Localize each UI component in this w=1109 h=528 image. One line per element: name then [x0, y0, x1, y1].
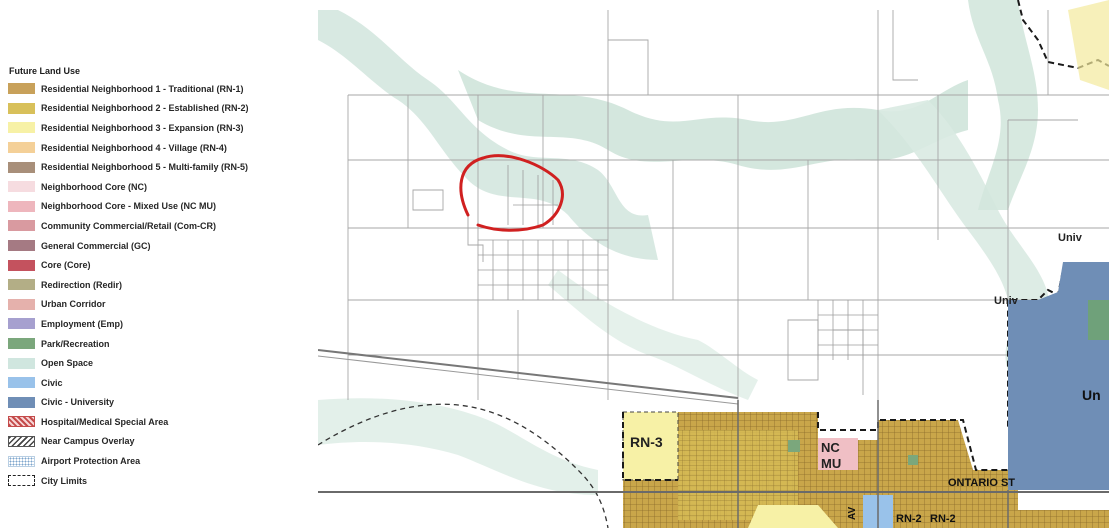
highway-diagonal: [318, 349, 739, 399]
legend-item: City Limits: [8, 471, 308, 491]
legend-swatch: [8, 181, 35, 193]
map-label-univ-3: Un: [1082, 387, 1101, 403]
legend-item: Neighborhood Core - Mixed Use (NC MU): [8, 197, 308, 217]
map-label-univ-2: Univ: [994, 295, 1019, 307]
legend-item: Residential Neighborhood 4 - Village (RN…: [8, 138, 308, 158]
open-space-creek-ne: [968, 0, 1038, 210]
map-label-rn2b: RN-2: [930, 513, 956, 525]
legend-item: Urban Corridor: [8, 295, 308, 315]
land-use-map[interactable]: Univ Univ Un RN-3 NC MU ONTARIO ST RN-2 …: [318, 0, 1109, 528]
legend-item: Core (Core): [8, 255, 308, 275]
legend-label: City Limits: [41, 475, 88, 486]
legend-label: Open Space: [41, 358, 94, 369]
legend-label: Residential Neighborhood 1 - Traditional…: [41, 83, 244, 94]
legend-items: Residential Neighborhood 1 - Traditional…: [8, 79, 308, 490]
legend-label: Urban Corridor: [41, 299, 106, 310]
legend-item: Redirection (Redir): [8, 275, 308, 295]
legend-label: Redirection (Redir): [41, 279, 123, 290]
legend-label: Hospital/Medical Special Area: [41, 416, 169, 427]
map-label-mu: MU: [821, 456, 841, 471]
legend-item: Park/Recreation: [8, 334, 308, 354]
legend-swatch: [8, 416, 35, 428]
legend-item: Civic - University: [8, 393, 308, 413]
legend-item: Residential Neighborhood 1 - Traditional…: [8, 79, 308, 99]
legend-swatch: [8, 259, 35, 271]
legend-swatch: [8, 83, 35, 95]
map-label-ontario-st: ONTARIO ST: [948, 477, 1015, 489]
legend-label: Community Commercial/Retail (Com-CR): [41, 220, 217, 231]
legend-swatch: [8, 240, 35, 252]
legend-label: Residential Neighborhood 4 - Village (RN…: [41, 142, 227, 153]
legend-label: Employment (Emp): [41, 318, 124, 329]
map-label-univ-1: Univ: [1058, 232, 1083, 244]
legend-swatch: [8, 142, 35, 154]
legend-item: Civic: [8, 373, 308, 393]
legend-swatch: [8, 298, 35, 310]
legend-label: Civic - University: [41, 397, 115, 408]
legend-label: Neighborhood Core (NC): [41, 181, 147, 192]
legend-label: Park/Recreation: [41, 338, 110, 349]
map-label-rn2: RN-2: [896, 513, 922, 525]
legend-swatch: [8, 475, 35, 487]
parcel-lines: [347, 10, 1109, 420]
legend-swatch: [8, 357, 35, 369]
legend-item: Employment (Emp): [8, 314, 308, 334]
map-legend: Future Land Use Residential Neighborhood…: [8, 66, 308, 490]
civic-university-area: [1008, 262, 1109, 490]
legend-swatch: [8, 396, 35, 408]
legend-swatch: [8, 102, 35, 114]
open-space-south: [318, 398, 598, 495]
legend-swatch: [8, 279, 35, 291]
legend-label: Neighborhood Core - Mixed Use (NC MU): [41, 201, 216, 212]
civic-university-green: [1088, 300, 1109, 340]
ne-yellow-area: [1068, 0, 1109, 90]
legend-swatch: [8, 318, 35, 330]
legend-item: General Commercial (GC): [8, 236, 308, 256]
open-space-creek-central: [458, 70, 968, 170]
legend-label: Residential Neighborhood 3 - Expansion (…: [41, 122, 244, 133]
legend-item: Near Campus Overlay: [8, 432, 308, 452]
open-space-sw: [548, 270, 758, 400]
legend-swatch: [8, 338, 35, 350]
red-hand-drawn-circle: [459, 154, 564, 232]
legend-swatch: [8, 435, 35, 447]
legend-swatch: [8, 122, 35, 134]
legend-swatch: [8, 161, 35, 173]
subdivision-lots: [478, 165, 878, 360]
legend-item: Airport Protection Area: [8, 451, 308, 471]
legend-swatch: [8, 377, 35, 389]
legend-label: Core (Core): [41, 260, 91, 271]
nc-mu-area: [818, 438, 858, 470]
legend-label: Civic: [41, 377, 63, 388]
legend-swatch: [8, 455, 35, 467]
legend-label: Residential Neighborhood 5 - Multi-famil…: [41, 162, 249, 173]
legend-label: Near Campus Overlay: [41, 436, 135, 447]
major-roads: [318, 400, 1109, 528]
legend-swatch: [8, 220, 35, 232]
map-label-av: AV: [847, 507, 858, 520]
legend-label: Airport Protection Area: [41, 456, 141, 467]
dashed-boundary-curve: [318, 403, 609, 528]
legend-item: Open Space: [8, 353, 308, 373]
legend-label: General Commercial (GC): [41, 240, 151, 251]
legend-item: Residential Neighborhood 2 - Established…: [8, 99, 308, 119]
legend-item: Residential Neighborhood 3 - Expansion (…: [8, 118, 308, 138]
legend-item: Community Commercial/Retail (Com-CR): [8, 216, 308, 236]
map-label-nc: NC: [821, 440, 840, 455]
rn4-area-south: [748, 505, 838, 528]
legend-item: Neighborhood Core (NC): [8, 177, 308, 197]
legend-title: Future Land Use: [9, 66, 81, 76]
legend-swatch: [8, 200, 35, 212]
legend-label: Residential Neighborhood 2 - Established…: [41, 103, 249, 114]
map-label-rn3: RN-3: [630, 434, 663, 450]
legend-item: Hospital/Medical Special Area: [8, 412, 308, 432]
open-space-creek-west: [318, 10, 658, 260]
highway-diagonal-parallel: [318, 355, 739, 405]
legend-item: Residential Neighborhood 5 - Multi-famil…: [8, 157, 308, 177]
